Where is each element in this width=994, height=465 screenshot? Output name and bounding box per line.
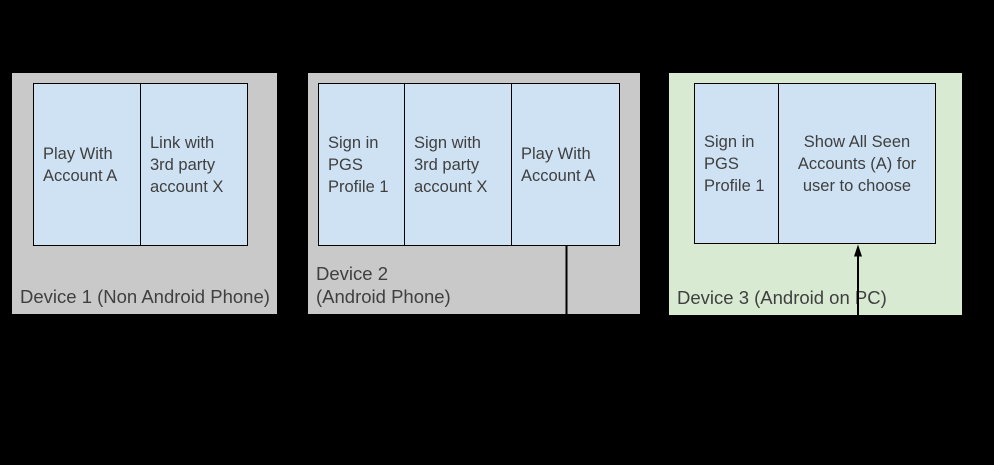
step-box-sign-in-pgs-profile-1: Sign in PGS Profile 1 (318, 83, 405, 246)
step-box-text: Sign in PGS Profile 1 (704, 132, 765, 195)
device-1-panel: Play With Account A Link with 3rd party … (12, 73, 277, 314)
device-2-label: Device 2 (Android Phone) (316, 263, 451, 307)
step-box-sign-in-pgs-profile-1-2: Sign in PGS Profile 1 (694, 83, 779, 244)
device-3-label: Device 3 (Android on PC) (677, 287, 887, 308)
step-box-sign-with-3rd-party-account: Sign with 3rd party account X (404, 83, 512, 246)
step-box-text: Link with 3rd party account X (150, 133, 224, 196)
device-2-panel: Sign in PGS Profile 1 Sign with 3rd part… (308, 73, 640, 314)
step-box-text: Play With Account A (43, 144, 118, 185)
step-box-play-with-account-a: Play With Account A (33, 83, 141, 246)
device-1-label: Device 1 (Non Android Phone) (20, 286, 270, 307)
step-box-text: Show All Seen Accounts (A) for user to c… (797, 132, 917, 195)
step-box-text: Sign in PGS Profile 1 (328, 133, 389, 196)
step-box-show-all-seen-accounts: Show All Seen Accounts (A) for user to c… (778, 83, 936, 244)
device-3-panel: Sign in PGS Profile 1 Show All Seen Acco… (669, 73, 962, 315)
step-box-text: Play With Account A (521, 144, 596, 185)
device-2-steps-row: Sign in PGS Profile 1 Sign with 3rd part… (318, 83, 620, 246)
step-box-text: Sign with 3rd party account X (414, 133, 488, 196)
device-3-steps-row: Sign in PGS Profile 1 Show All Seen Acco… (694, 83, 936, 244)
step-box-link-3rd-party-account: Link with 3rd party account X (140, 83, 248, 246)
device-1-steps-row: Play With Account A Link with 3rd party … (33, 83, 248, 246)
step-box-play-with-account-a-2: Play With Account A (511, 83, 620, 246)
